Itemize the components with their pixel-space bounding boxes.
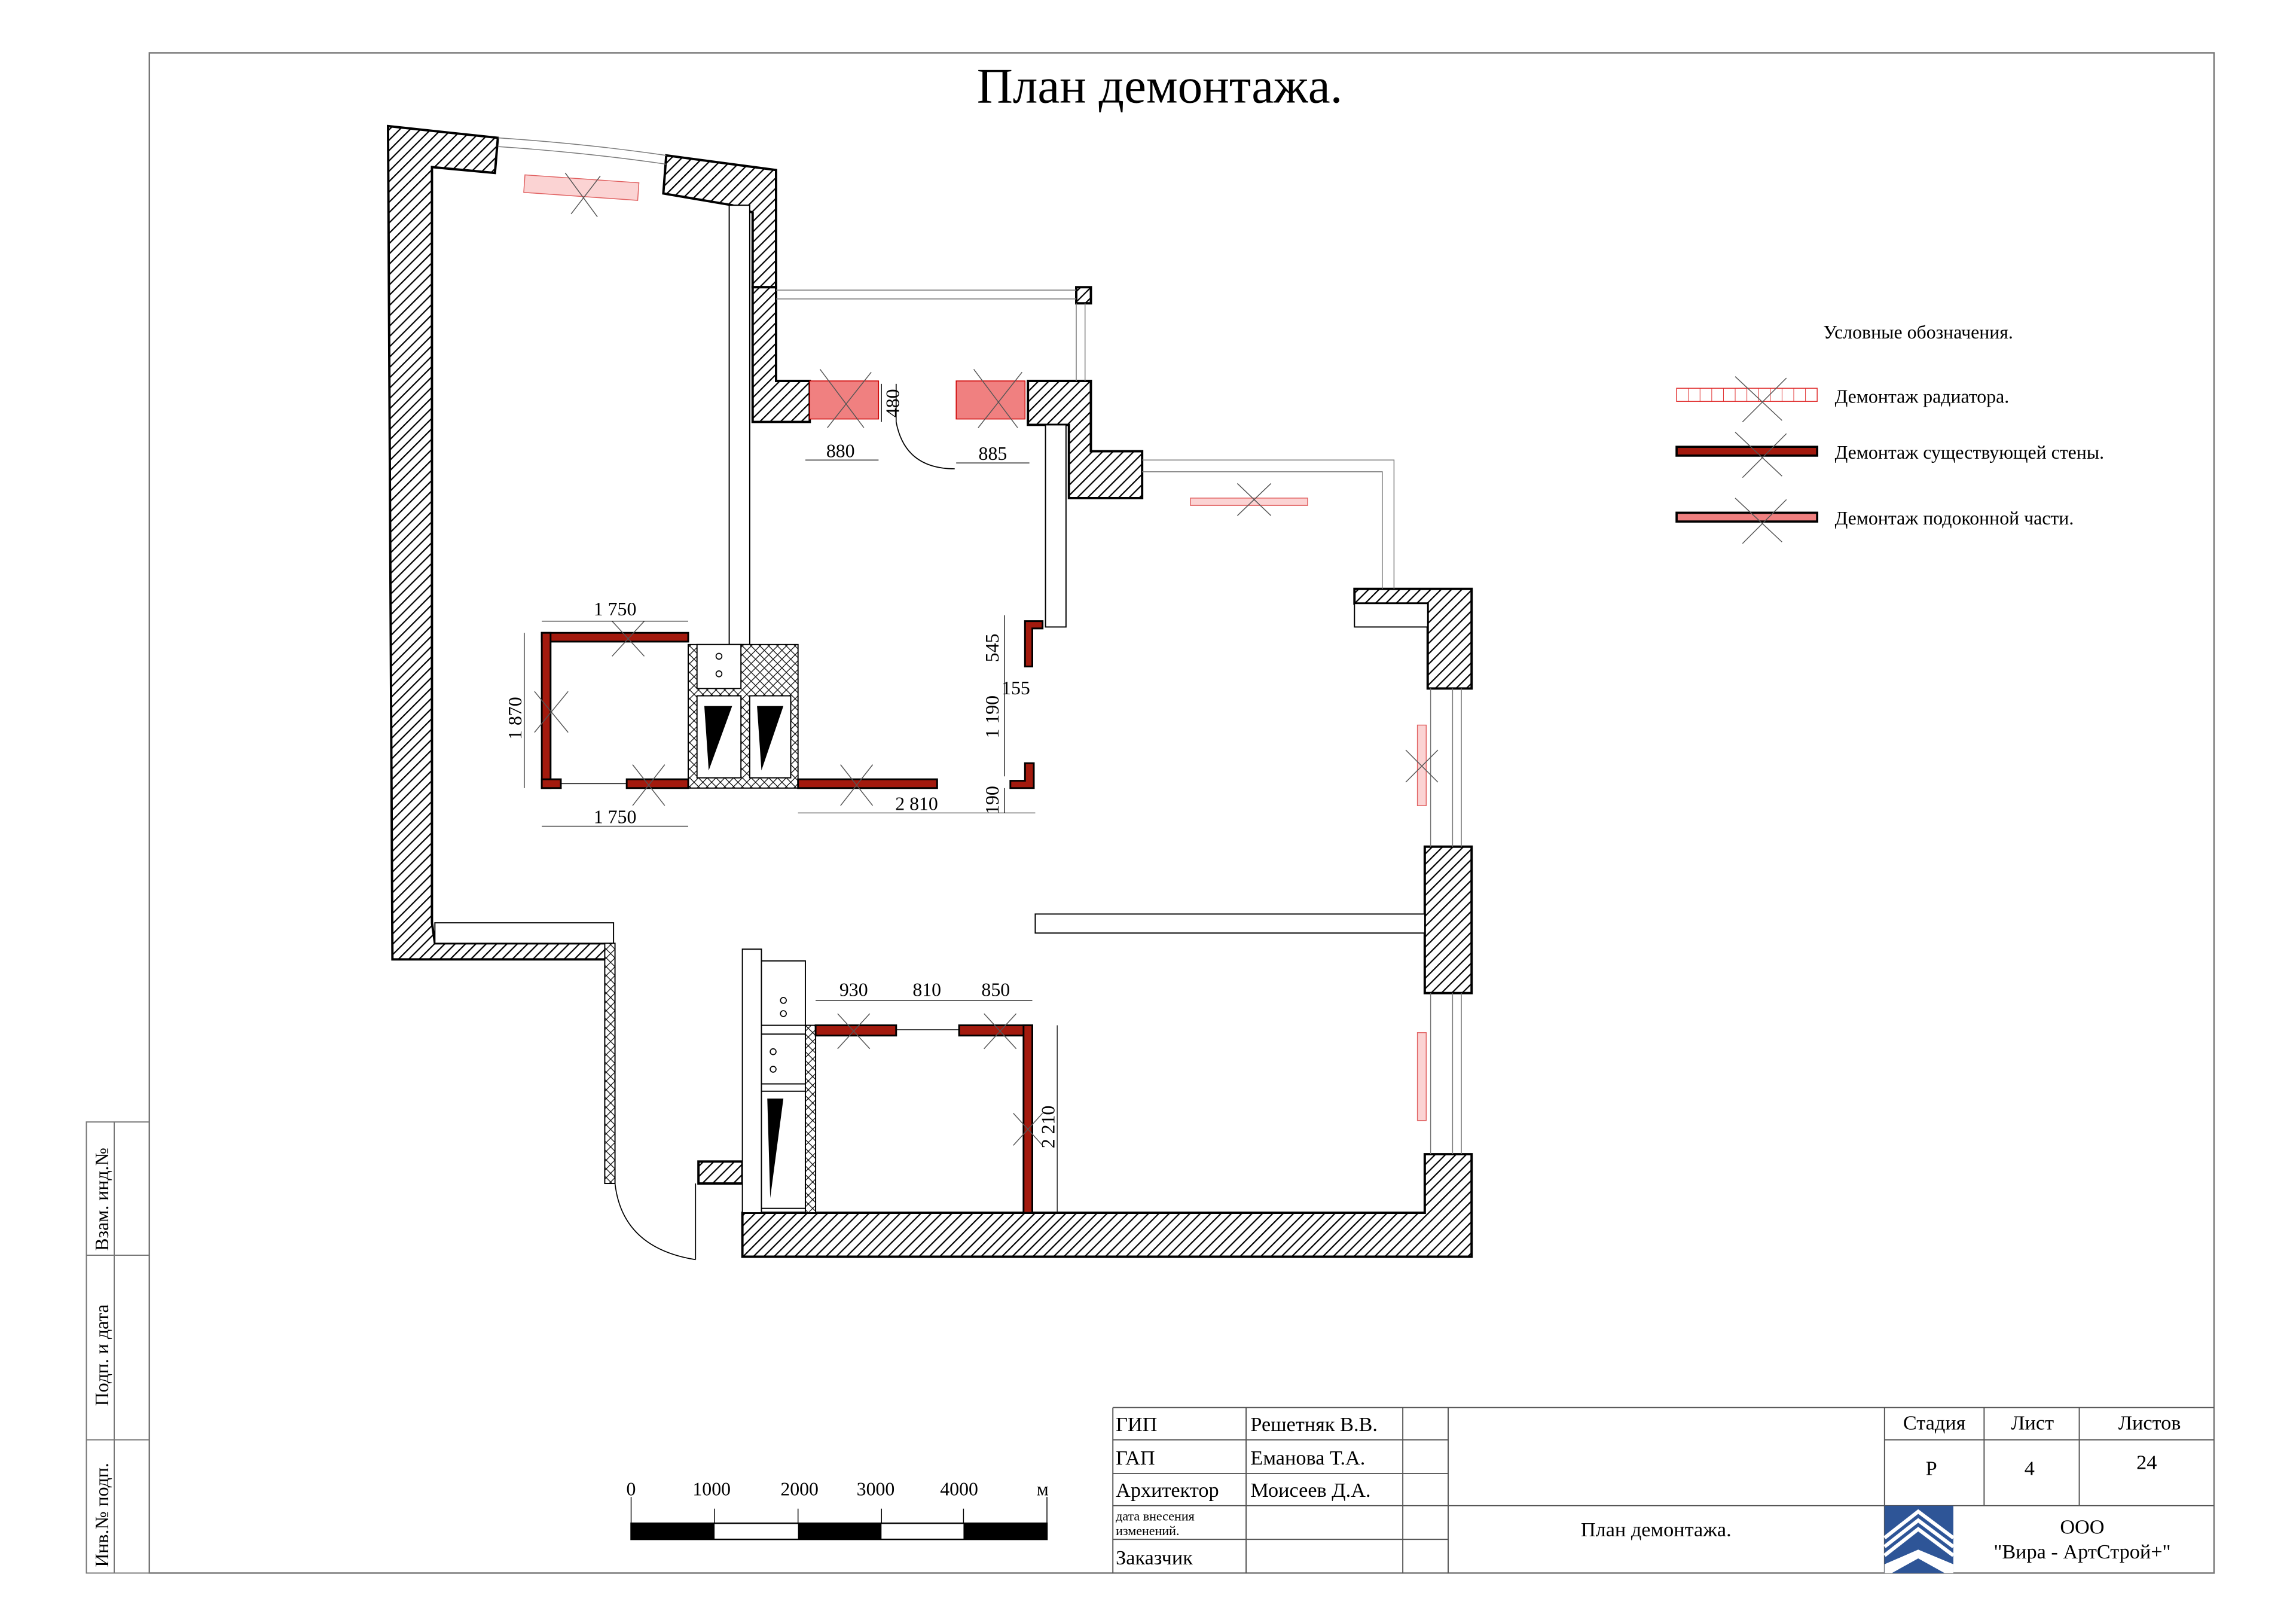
- role-label: дата внесения: [1116, 1508, 1195, 1523]
- dimension-label: 190: [982, 786, 1003, 814]
- stamp-label: Инв.№ подп.: [91, 1463, 112, 1567]
- person-name: Моисеев Д.А.: [1250, 1479, 1370, 1502]
- dimension-label: 810: [912, 980, 941, 1000]
- sheet-title: План демонтажа.: [1581, 1518, 1732, 1541]
- dimension-label: 880: [826, 440, 855, 461]
- side-stamp: Взам. инд.№ Подп. и дата Инв.№ подп.: [86, 1121, 150, 1574]
- partition: [1034, 913, 1425, 934]
- demolition-walls: [541, 620, 1044, 1214]
- dimension-label: 2 810: [895, 794, 938, 814]
- sheet-value: 4: [2025, 1457, 2035, 1479]
- scale-label: 2000: [780, 1479, 819, 1500]
- title-block: ГИП ГАП Архитектор дата внесения изменен…: [1112, 1407, 2214, 1573]
- person-name: Решетняк В.В.: [1250, 1413, 1378, 1436]
- dimension-label: 1 750: [594, 807, 637, 828]
- partition: [1045, 424, 1067, 628]
- dimension-label: 930: [839, 980, 868, 1000]
- legend-label: Демонтаж существующей стены.: [1835, 442, 2105, 463]
- sheet-frame: [148, 52, 2215, 1574]
- dimension-label: 2 210: [1037, 1106, 1058, 1149]
- role-label: ГАП: [1116, 1447, 1155, 1469]
- dimension-label: 1 750: [594, 599, 637, 620]
- stamp-label: Подп. и дата: [91, 1304, 112, 1406]
- exterior-wall: [751, 286, 811, 423]
- header-sheet: Лист: [2011, 1411, 2054, 1434]
- partition: [728, 205, 750, 645]
- legend: Условные обозначения. Демонтаж радиатора…: [1675, 322, 2105, 544]
- dimension-label: 480: [883, 389, 903, 417]
- radiator-demolition: [809, 380, 880, 420]
- dimension-label: 545: [982, 633, 1003, 662]
- dimension-labels: 880 885 480 1 750 1 750 1 870 2 810 545 …: [505, 389, 1058, 1148]
- window-sill-box: [434, 922, 615, 944]
- exterior-wall: [1027, 380, 1144, 499]
- exterior-wall: [387, 124, 609, 961]
- dimension-label: 1 190: [982, 695, 1003, 739]
- partition: [804, 1024, 817, 1213]
- legend-sill-symbol: [1675, 498, 1819, 544]
- scale-label: 0: [627, 1479, 636, 1500]
- page-title: План демонтажа.: [977, 59, 1343, 114]
- sheets-value: 24: [2136, 1451, 2157, 1474]
- role-label: Заказчик: [1116, 1546, 1193, 1569]
- person-name: Еманова Т.А.: [1250, 1447, 1365, 1469]
- legend-title: Условные обозначения.: [1823, 322, 2013, 343]
- legend-radiator-symbol: [1676, 376, 1818, 423]
- role-label: изменений.: [1116, 1523, 1179, 1538]
- exterior-wall: [1423, 845, 1473, 994]
- exterior-wall: [697, 1160, 744, 1185]
- scale-label: 3000: [857, 1479, 895, 1500]
- company-logo: [1883, 1505, 1955, 1573]
- scale-label: 4000: [940, 1479, 978, 1500]
- dimension-label: 1 870: [505, 697, 526, 740]
- role-label: Архитектор: [1116, 1479, 1219, 1502]
- company-name: "Вира - АртСтрой+": [1993, 1540, 2170, 1563]
- exterior-wall: [741, 1153, 1473, 1258]
- header-stage: Стадия: [1903, 1411, 1966, 1434]
- legend-label: Демонтаж радиатора.: [1835, 386, 2010, 407]
- dimension-label: 850: [981, 980, 1010, 1000]
- scale-label: 1000: [692, 1479, 731, 1500]
- dimension-label: 155: [1002, 678, 1030, 698]
- stage-value: Р: [1926, 1457, 1937, 1479]
- partition: [604, 942, 616, 1185]
- company-name: ООО: [2060, 1515, 2104, 1538]
- scale-bar: 0 1000 2000 3000 4000 м: [627, 1479, 1049, 1540]
- legend-wall-symbol: [1675, 432, 1819, 478]
- scale-unit: м: [1037, 1479, 1049, 1500]
- header-sheets: Листов: [2118, 1411, 2181, 1434]
- exterior-wall: [662, 154, 777, 289]
- floor-plan: [387, 124, 1473, 1261]
- radiator-demolition: [955, 380, 1026, 420]
- dimension-label: 885: [979, 443, 1007, 464]
- stamp-label: Взам. инд.№: [91, 1148, 112, 1251]
- legend-label: Демонтаж подоконной части.: [1835, 508, 2074, 529]
- role-label: ГИП: [1116, 1413, 1157, 1436]
- partition: [741, 948, 762, 1213]
